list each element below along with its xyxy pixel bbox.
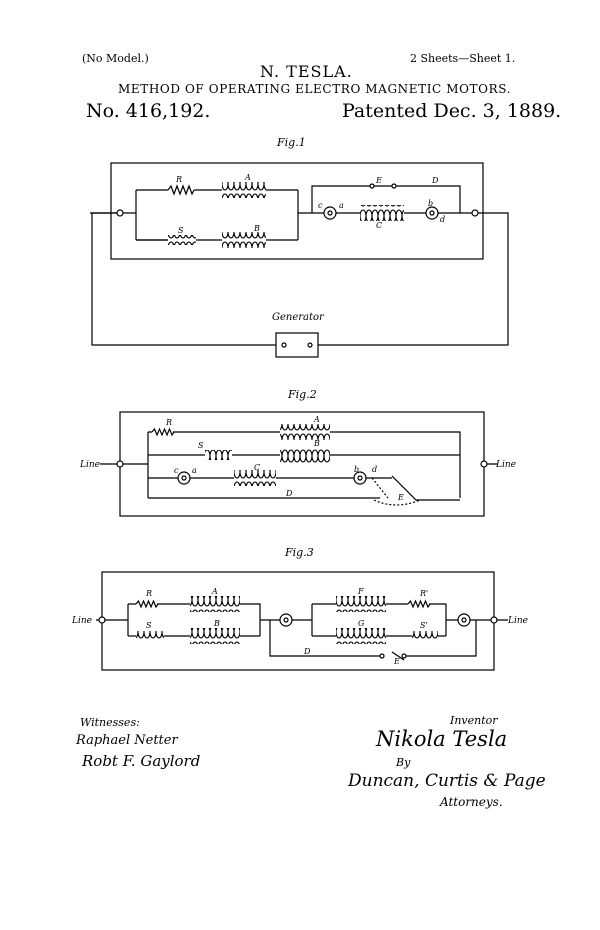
fig3-label-R: R [145,589,152,598]
fig2-coil-C [234,470,276,486]
fig3-label-A: A [211,587,218,596]
fig1-label-c: c [318,201,323,210]
fig2-caption: Fig.2 [287,388,317,401]
fig1-label-C: C [376,221,382,230]
fig3-caption: Fig.3 [284,546,314,559]
fig3-label-S: S [146,621,152,630]
fig3-line-right: Line [507,616,528,626]
fig1-frame [110,162,484,260]
fig1-label-R: R [175,175,182,184]
fig2-label-C: C [254,463,260,472]
generator-label: Generator [272,312,325,323]
fig2-coil-S [205,450,232,460]
fig2-label-d: d [372,465,377,474]
fig1-resistance-R [167,184,195,196]
fig1-coil-C [360,205,404,221]
fig1-label-d: d [440,215,445,224]
fig2-label-c: c [174,466,179,475]
fig1-label-D: D [431,176,439,185]
fig3-coil-G [336,628,386,644]
figure-3: Fig.3 R A S B F R' G [71,546,528,671]
fig3-coil-A [190,596,240,612]
fig2-label-A: A [313,415,320,424]
figure-1: Fig.1 R A S B E D c a [90,136,509,358]
fig3-coil-F [336,596,386,612]
fig1-label-B: B [253,224,260,233]
fig2-line-right: Line [495,460,516,470]
fig1-label-E: E [375,176,382,185]
fig1-caption: Fig.1 [276,136,306,149]
fig2-label-b: b [354,465,359,474]
fig2-label-B: B [313,439,320,448]
model-note: (No Model.) [82,52,149,65]
fig3-coil-S [136,631,164,641]
witnesses-label: Witnesses: [80,716,140,729]
inventor-label: Inventor [449,714,498,727]
signature-block: Witnesses: Raphael Netter Robt F. Gaylor… [75,714,546,809]
fig3-frame [101,571,495,671]
fig3-line-left: Line [71,616,92,626]
fig1-label-A: A [244,173,251,182]
fig1-coil-B [222,232,266,248]
fig2-label-a: a [192,466,197,475]
fig3-label-S1: S' [420,621,428,630]
inventor-signature: Nikola Tesla [375,727,507,751]
fig3-label-E: E [393,657,400,666]
fig2-label-R: R [165,418,172,427]
patent-date: Patented Dec. 3, 1889. [342,100,562,122]
fig3-label-B: B [213,619,220,628]
witness-1-signature: Raphael Netter [75,733,178,748]
generator-box [275,332,319,358]
fig3-coil-S1 [412,631,438,641]
fig1-coil-A [222,182,266,198]
fig2-label-E: E [397,493,404,502]
figure-2: Fig.2 R A S B c a C b d D E [79,388,516,517]
fig1-label-S: S [178,226,184,235]
fig3-label-R1: R' [419,589,428,598]
witness-2-signature: Robt F. Gaylord [81,752,200,770]
fig1-label-a: a [339,201,344,210]
fig2-coil-B [280,447,330,463]
fig3-label-D: D [303,647,311,656]
fig1-label-b: b [428,199,433,208]
fig3-label-F: F [357,587,364,596]
fig2-label-S: S [198,441,204,450]
fig3-coil-B [190,628,240,644]
attorneys-signature: Duncan, Curtis & Page [347,771,546,791]
fig2-coil-A [280,424,330,440]
sheet-number: 2 Sheets—Sheet 1. [410,52,516,65]
inventor-heading: N. TESLA. [260,62,353,81]
patent-number: No. 416,192. [86,100,211,122]
fig2-label-D: D [285,489,293,498]
fig3-label-G: G [358,619,365,628]
fig2-line-left: Line [79,460,100,470]
by-label: By [395,756,411,769]
attorneys-label: Attorneys. [439,795,503,809]
patent-title: METHOD OF OPERATING ELECTRO MAGNETIC MOT… [118,82,512,96]
fig1-coil-S [168,235,196,245]
